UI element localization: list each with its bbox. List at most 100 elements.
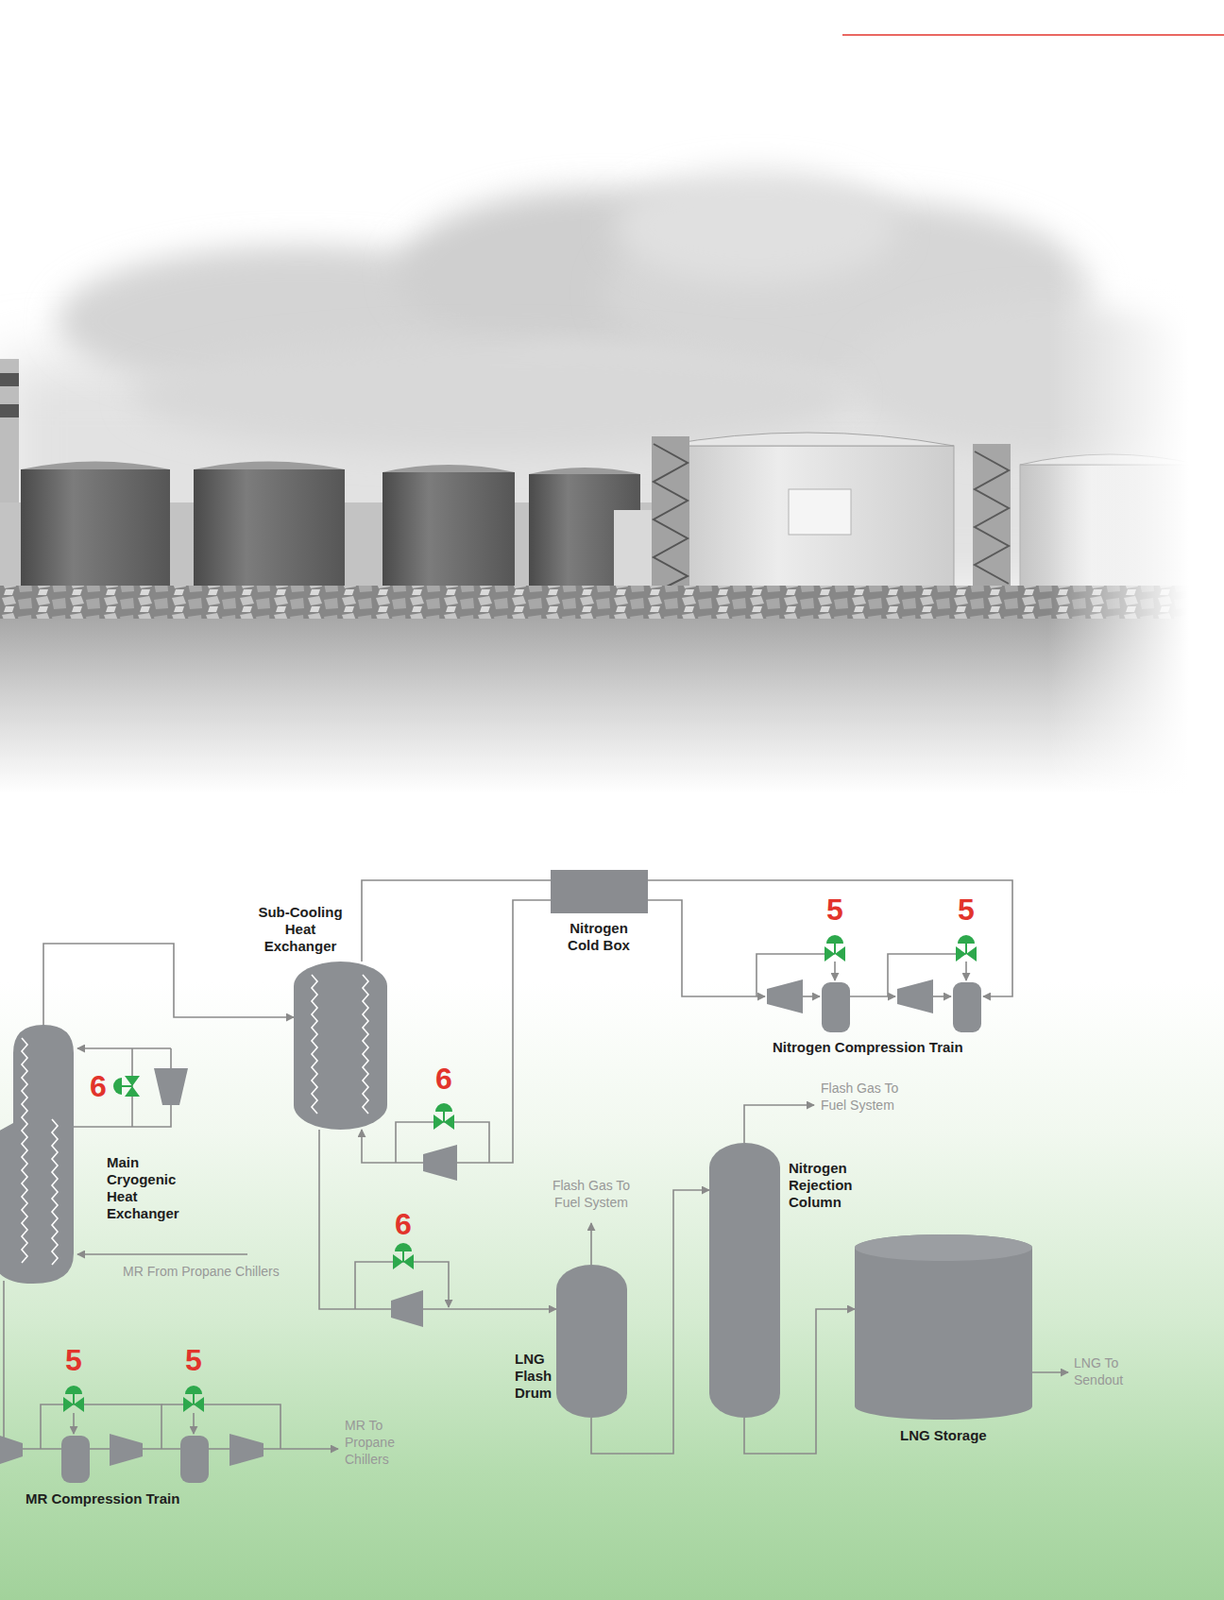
stream-label: MR To Propane Chillers [344, 1416, 408, 1468]
process-vessel: Sub-Cooling Heat Exchanger [293, 961, 388, 1130]
dark-tank [382, 472, 515, 593]
process-line [0, 1447, 339, 1450]
process-line [77, 1047, 171, 1050]
train-label: MR Compression Train [25, 1490, 180, 1508]
callout-number: 5 [65, 1343, 83, 1377]
knockout-drum [61, 1435, 90, 1483]
equipment [0, 979, 982, 1483]
process-line [965, 961, 968, 981]
process-line [744, 1105, 815, 1143]
water [0, 618, 1224, 794]
header-rule [842, 34, 1224, 36]
tank-body [854, 1234, 1033, 1420]
expander [423, 1144, 458, 1181]
expander [391, 1290, 424, 1327]
process-line [2, 1280, 5, 1449]
vessel-outline [709, 1142, 781, 1418]
vessel-label: LNG Flash Drum [514, 1350, 552, 1402]
process-vessel: Nitrogen Rejection Column [709, 1142, 781, 1418]
compressor [109, 1433, 143, 1466]
coil-line [362, 974, 369, 1114]
control-valve [183, 1385, 204, 1412]
tank-panel [788, 489, 851, 535]
control-valve [63, 1385, 85, 1412]
knockout-drum [180, 1435, 209, 1483]
tank-roof [661, 432, 954, 446]
callout-number: 6 [89, 1070, 107, 1103]
process-line [40, 1404, 162, 1449]
stair-lattice [653, 443, 688, 594]
stair-lattice [974, 451, 1009, 584]
process-stream [43, 943, 294, 1025]
exchanger-body [0, 1024, 74, 1284]
callout-number: 5 [957, 893, 975, 926]
control-valve [392, 1242, 414, 1270]
lng-tank [661, 445, 954, 595]
process-line [72, 1412, 75, 1434]
process-line [1032, 1371, 1069, 1374]
vessel-outline [854, 1234, 1033, 1420]
stream-label: MR From Propane Chillers [122, 1262, 280, 1280]
dark-tank [193, 469, 345, 593]
process-vessel: LNG Flash Drum [556, 1264, 628, 1418]
process-line [161, 1404, 281, 1449]
terminal-photo [0, 0, 1224, 794]
stream-label: LNG To Sendout [1073, 1354, 1135, 1389]
cloud [613, 170, 898, 284]
dark-tank [20, 469, 170, 593]
compressor [0, 1433, 23, 1466]
callout-number: 6 [394, 1207, 412, 1241]
vessel-outline [556, 1264, 628, 1418]
vessel-outline [550, 869, 648, 914]
vessel-body [709, 1142, 781, 1418]
control-valve [955, 935, 977, 962]
process-line [590, 1223, 593, 1265]
knockout-drum [821, 982, 850, 1033]
chimney-band [0, 373, 19, 387]
vessel-body [556, 1264, 628, 1418]
stream-label: Flash Gas To Fuel System [820, 1079, 911, 1114]
tank-roof [20, 461, 170, 471]
callout-number: 5 [826, 893, 844, 926]
vessel-label: Main Cryogenic Heat Exchanger [106, 1154, 180, 1223]
process-line [192, 1412, 195, 1434]
vessel-body [293, 961, 388, 1130]
stream-label: Flash Gas To Fuel System [546, 1176, 637, 1211]
control-valve [433, 1103, 455, 1130]
tank-roof [528, 467, 641, 475]
vessel-label: Sub-Cooling Heat Exchanger [251, 903, 350, 955]
process-stream [361, 880, 551, 962]
process-line [802, 995, 820, 998]
compressor [766, 979, 803, 1014]
terminal-buildings [0, 358, 1200, 595]
coil-line [51, 1119, 58, 1265]
stair-tower [651, 436, 690, 595]
process-vessel: LNG Storage [854, 1234, 1033, 1420]
coil-line [311, 974, 318, 1114]
coil-line [21, 1037, 28, 1263]
process-lines [0, 880, 1069, 1449]
compressor [897, 979, 934, 1014]
vessel-label: LNG Storage [900, 1427, 987, 1445]
control-valve [824, 935, 846, 962]
cold-box-body [550, 869, 648, 914]
sky-clouds [0, 170, 1224, 595]
control-valve [113, 1075, 140, 1097]
chimney-band [0, 404, 19, 418]
process-line [833, 961, 836, 981]
tank-roof [193, 461, 345, 471]
vessel-outline [0, 1024, 74, 1284]
train-label: Nitrogen Compression Train [772, 1038, 964, 1056]
breakwater [0, 585, 1224, 620]
photo-fade [1048, 141, 1224, 794]
callout-number: 6 [435, 1062, 453, 1095]
process-line [647, 880, 1013, 997]
process-line [73, 1048, 171, 1127]
callout-number: 5 [185, 1343, 203, 1377]
knockout-drum [952, 982, 982, 1033]
process-stream [361, 900, 551, 1163]
process-line [933, 995, 952, 998]
vessel-label: Nitrogen Cold Box [561, 919, 637, 954]
process-vessel: Nitrogen Cold Box [550, 869, 648, 914]
